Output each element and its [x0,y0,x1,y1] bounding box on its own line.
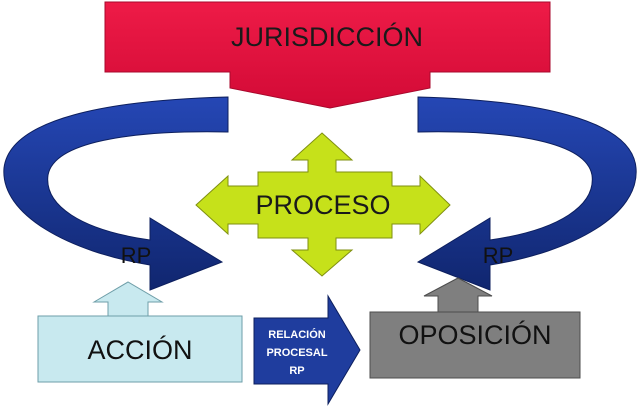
proceso-label: PROCESO [255,190,390,220]
accion-up-arrow [92,281,164,317]
relacion-line1: RELACIÓN [268,328,326,341]
relacion-line2: PROCESAL [266,347,327,359]
oposicion-label: OPOSICIÓN [398,319,551,350]
jurisdiccion-label: JURISDICCIÓN [231,21,423,52]
accion-box [37,315,243,383]
jurisdiccion-block [104,1,551,109]
oposicion-up-arrow [423,277,493,313]
accion-label: ACCIÓN [87,334,192,365]
proceso-cross-arrow [195,132,451,277]
oposicion-box [369,311,581,379]
rp-right-label: RP [483,243,514,268]
relacion-procesal-arrow [253,294,361,406]
left-curved-arrow [3,96,229,291]
relacion-line3: RP [289,365,304,377]
rp-left-label: RP [121,243,152,268]
right-curved-arrow [416,96,637,291]
